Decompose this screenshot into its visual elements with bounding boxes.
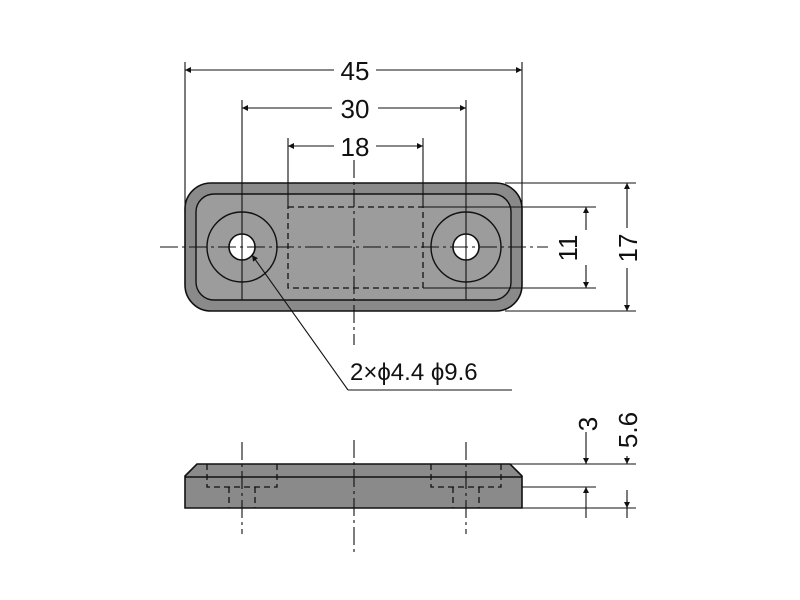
top-view: 45 30 18 11 17 2×ϕ4.4 ϕ9.6 — [160, 56, 643, 391]
callout-holes-label: 2×ϕ4.4 ϕ9.6 — [350, 359, 478, 386]
callout-leader — [251, 254, 349, 391]
right-counterbore-hidden — [430, 464, 502, 488]
dim-label-11: 11 — [553, 235, 583, 262]
dim-label-30: 30 — [341, 94, 370, 124]
right-hole-hidden — [452, 487, 480, 508]
left-hole-hidden — [228, 487, 256, 508]
dim-label-17: 17 — [613, 234, 643, 263]
left-counterbore-hidden — [206, 464, 278, 488]
dim-label-5-6: 5.6 — [613, 412, 643, 448]
side-view: 3 5.6 — [184, 412, 643, 553]
dim-label-3: 3 — [573, 417, 603, 431]
dim-label-18: 18 — [341, 132, 370, 162]
dim-label-45: 45 — [341, 56, 370, 86]
